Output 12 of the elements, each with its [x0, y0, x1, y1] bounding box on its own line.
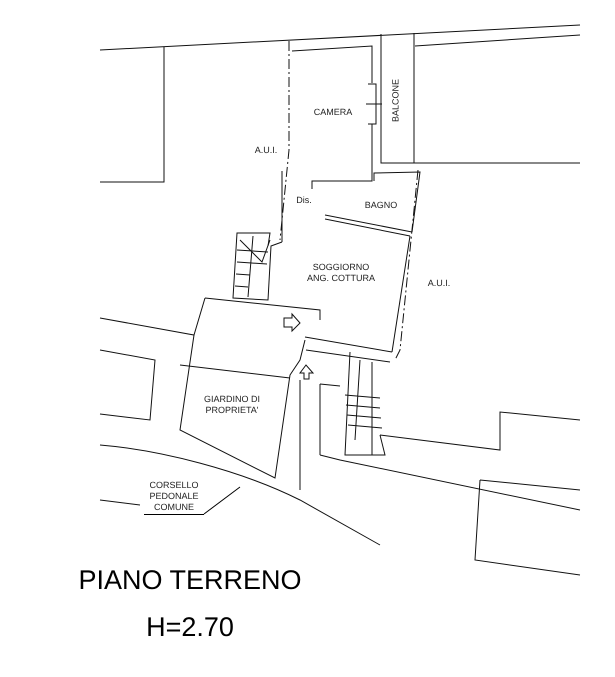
room-label: BAGNO [364, 200, 398, 211]
walkway-drawing [100, 444, 380, 546]
leader-line [204, 486, 240, 514]
room-label: SOGGIORNO ANG. COTTURA [306, 262, 376, 284]
room-label: A.U.I. [426, 278, 452, 289]
plan-title: PIANO TERRENO [77, 565, 303, 596]
room-label: BALCONE [390, 78, 402, 124]
height-label: H=2.70 [145, 612, 235, 643]
room-label: GIARDINO DI PROPRIETA' [202, 394, 261, 416]
room-label: Dis. [295, 195, 313, 206]
room-label: CAMERA [312, 107, 354, 118]
room-label: A.U.I. [254, 145, 278, 156]
